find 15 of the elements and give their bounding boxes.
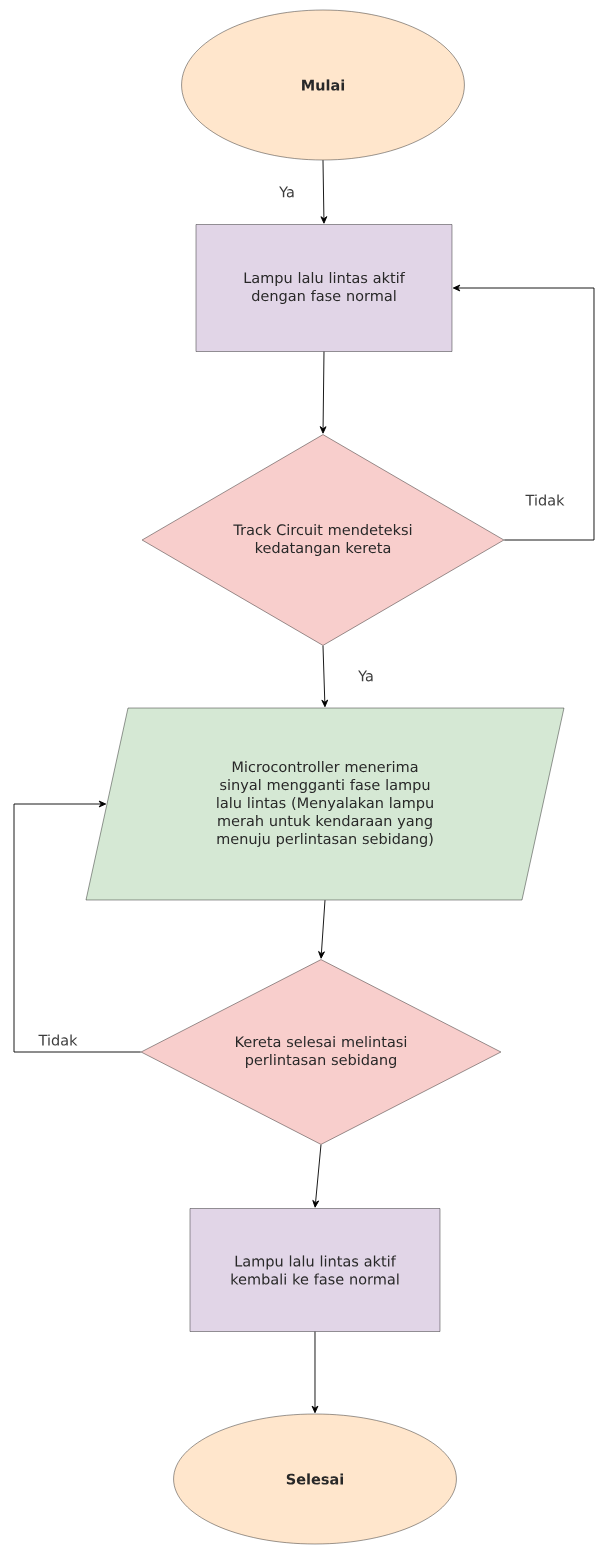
arrow bbox=[321, 645, 329, 708]
edge-label: Tidak bbox=[525, 494, 565, 506]
arrow bbox=[452, 284, 595, 541]
arrow bbox=[312, 1144, 322, 1208]
arrow bbox=[319, 351, 327, 434]
arrow bbox=[311, 1331, 319, 1414]
io-parallelogram: Microcontroller menerima sinyal mengganti fase lampu lalu lintas (Menyalakan lampu merah untuk kendaraan yang menuju perlintasan sebidang) bbox=[85, 707, 565, 901]
edge-label: Tidak bbox=[38, 1034, 78, 1046]
edge-label: Ya bbox=[358, 670, 373, 682]
arrow bbox=[320, 159, 328, 224]
process-box: Lampu lalu lintas aktif kembali ke fase normal bbox=[189, 1208, 441, 1332]
arrow bbox=[13, 800, 142, 1053]
edge-label: Ya bbox=[279, 186, 294, 198]
process-box: Lampu lalu lintas aktif dengan fase normal bbox=[195, 224, 453, 352]
arrow bbox=[318, 899, 326, 959]
